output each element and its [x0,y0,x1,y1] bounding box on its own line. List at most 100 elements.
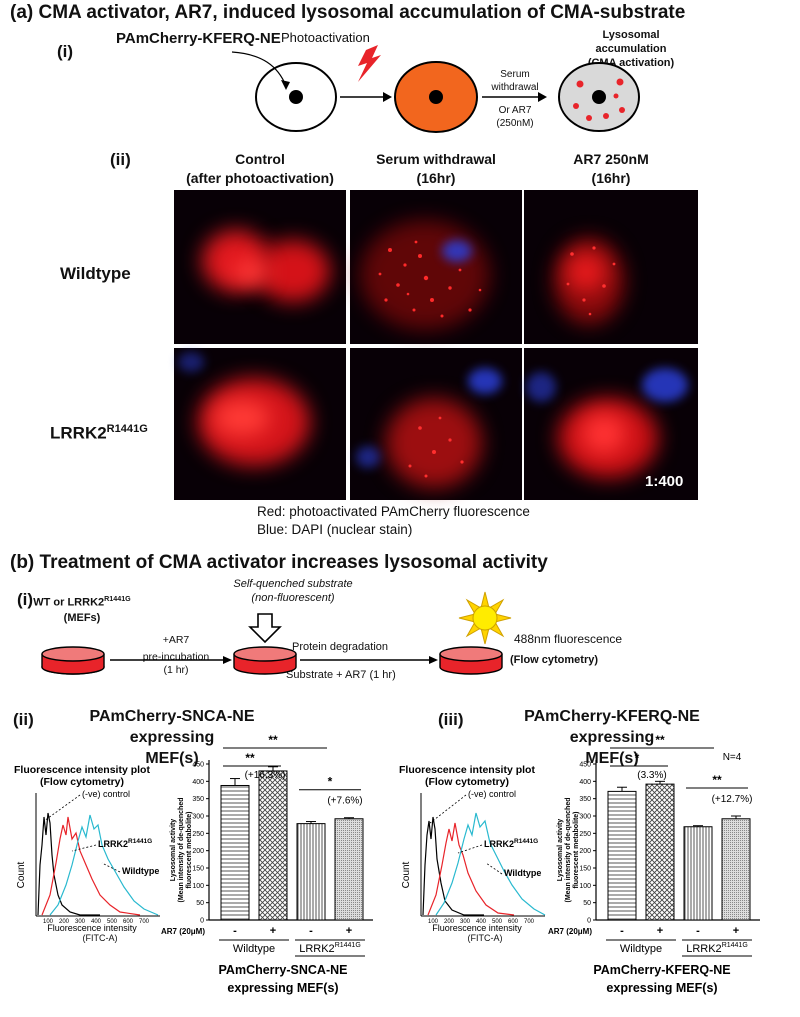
micrograph-lrrk2-serum [350,348,522,500]
flow-cytometry-label: (Flow cytometry) [510,654,599,666]
svg-text:600: 600 [123,919,134,925]
cell-lysosomal [558,62,640,132]
protein-degradation-label: Protein degradation [292,641,389,653]
bar [220,784,250,921]
treatment-sign: + [270,925,276,937]
hist-iii-wt-label: Wildtype [504,868,541,878]
col-header-serum: Serum withdrawal(16hr) [376,151,496,186]
legend-red: Red: photoactivated PAmCherry fluorescen… [257,504,530,519]
sig-right: ** [712,773,722,787]
hist-iii-curve-wt [435,812,546,916]
col-header-control: Control(after photoactivation) [186,151,334,186]
dish-2 [233,646,297,675]
svg-text:600: 600 [508,919,519,925]
group-label-wildtype: Wildtype [620,943,662,955]
panel-b-title: (b) Treatment of CMA activator increases… [10,552,548,573]
bar [721,818,751,921]
y-tick-label: 50 [583,900,591,907]
svg-text:400: 400 [476,919,487,925]
pct-left: (+16.3%) [245,770,286,781]
hist-ii-xsub: (FITC-A) [82,933,118,943]
hist-ii-wt-label: Wildtype [122,866,159,876]
svg-text:700: 700 [139,919,150,925]
y-tick-label: 150 [192,866,204,873]
y-tick-label: 0 [587,918,591,925]
hist-iii-ylabel: Count [401,861,412,888]
hist-ii-xlabel: Fluorescence intensity [47,923,137,933]
y-axis-label: Lysosomal activity [557,819,564,881]
chart-footer-2: expressing MEF(s) [227,981,338,995]
hist-ii-lrrk2-label: LRRK2R1441G [98,838,152,849]
wt-or-lrrk2-label: WT or LRRK2R1441G (MEFs) [33,595,131,624]
bar [607,790,637,921]
row-label-wildtype: Wildtype [60,264,131,283]
substrate-ar7-label: Substrate + AR7 (1 hr) [286,669,396,681]
hist-ii-curve-lrrk2 [41,816,141,916]
chart-footer-1: PAmCherry-SNCA-NE [219,963,348,977]
y-tick-label: 150 [579,866,591,873]
histogram-ii: Fluorescence intensity plot (Flow cytome… [14,764,160,933]
subpanel-iii-label: (iii) [438,710,464,729]
pct-left: (3.3%) [637,770,666,781]
y-tick-label: 50 [196,900,204,907]
lysosome-assay-schematic [41,591,512,675]
bar [296,823,326,921]
micrograph-wt-ar7 [524,190,698,344]
hist-ii-title-1: Fluorescence intensity plot [14,764,150,776]
hist-iii-title-2: (Flow cytometry) [425,776,509,788]
histogram-iii: Fluorescence intensity plot (Flow cytome… [399,764,546,933]
ar7-label: AR7 (20μM) [161,927,205,936]
micrograph-wt-serum [350,190,522,344]
y-tick-label: 400 [579,779,591,786]
hist-iii-xsub: (FITC-A) [467,933,503,943]
hist-iii-title-1: Fluorescence intensity plot [399,764,535,776]
y-tick-label: 450 [579,762,591,769]
dish-1 [41,646,105,675]
row-label-lrrk2: LRRK2R1441G [50,423,148,443]
hist-ii-neg-label: (-ve) control [82,789,130,799]
sig-mid: * [635,751,640,765]
y-axis-label: (Mean intensity of de-quenched [178,797,185,902]
micrograph-wt-control [174,190,346,344]
svg-text:100: 100 [428,919,439,925]
treatment-sign: + [657,925,663,937]
micrograph-lrrk2-control [174,348,346,500]
sun-icon [458,591,512,645]
y-tick-label: 350 [579,796,591,803]
cell-unactivated [255,62,337,132]
y-tick-label: 300 [192,814,204,821]
sig-mid: ** [245,751,255,765]
y-tick-label: 350 [192,796,204,803]
y-axis-label: fluorescent metabolite) [186,811,193,888]
micrograph-lrrk2-ar7 [524,348,698,500]
col-header-ar7: AR7 250nM(16hr) [573,151,649,186]
fluorescence-488-label: 488nm fluorescence [514,632,623,646]
bar [683,826,713,921]
cma-schematic [231,45,640,133]
hist-iii-curve-lrrk2 [427,822,515,916]
hist-ii-curve-wt [49,814,159,916]
down-arrow-icon [248,613,282,644]
y-tick-label: 100 [192,883,204,890]
svg-text:300: 300 [460,919,471,925]
pct-right: (+12.7%) [712,794,753,805]
treatment-sign: - [309,925,313,937]
hist-iii-curve-neg [422,816,484,916]
treatment-sign: - [233,925,237,937]
hist-iii-neg-label: (-ve) control [468,789,516,799]
svg-text:200: 200 [444,919,455,925]
y-tick-label: 300 [579,814,591,821]
pct-right: (+7.6%) [327,796,362,807]
legend-blue: Blue: DAPI (nuclear stain) [257,522,413,537]
treatment-sign: + [733,925,739,937]
y-axis-label: (Mean intensity of de-quenched [565,797,572,902]
bar [334,818,364,921]
svg-text:300: 300 [75,919,86,925]
hist-ii-ylabel: Count [16,861,27,888]
svg-text:100: 100 [43,919,54,925]
svg-text:700: 700 [524,919,535,925]
